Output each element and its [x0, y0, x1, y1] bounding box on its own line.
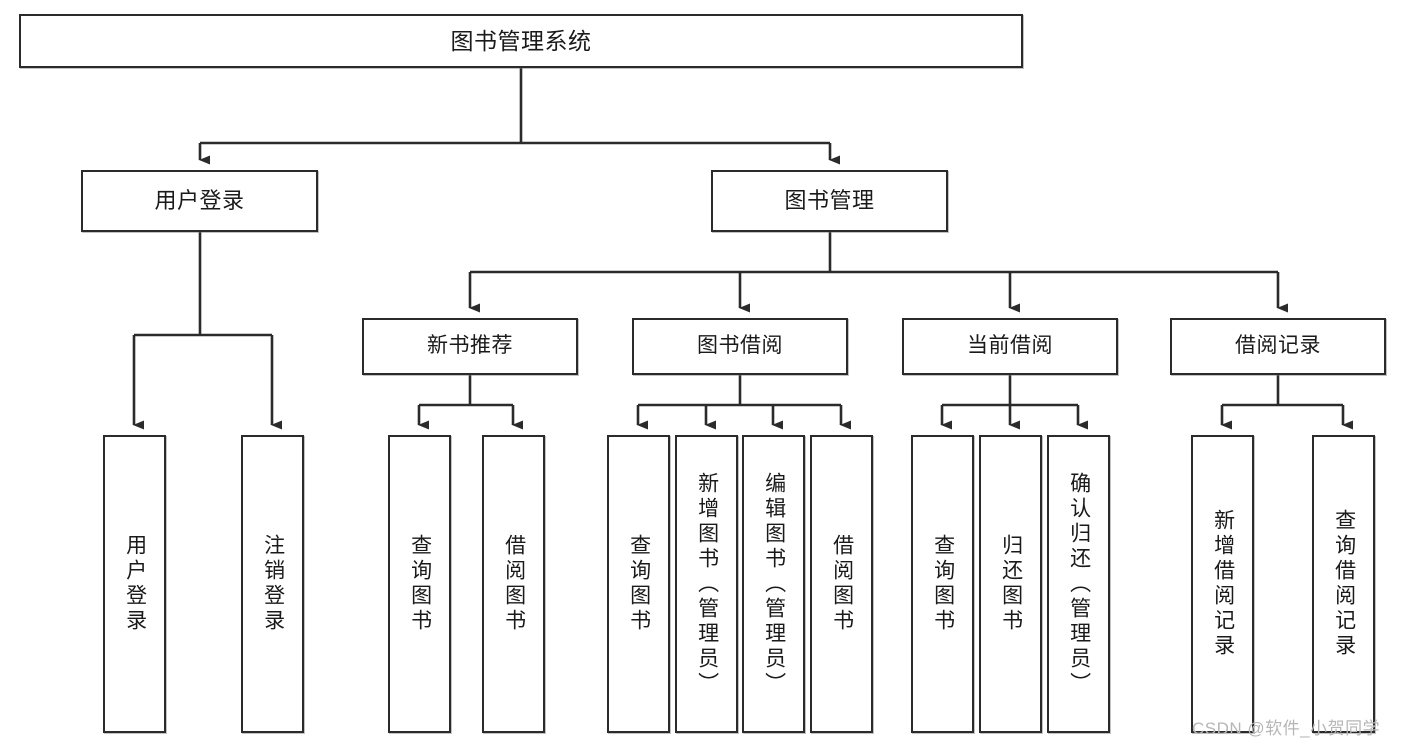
leaf-query-book-borrow[interactable]: 查询图书: [607, 435, 670, 733]
node-label: 图书借阅: [697, 334, 783, 358]
leaf-add-borrow-record[interactable]: 新增借阅记录: [1191, 435, 1254, 733]
node-label: 图书管理系统: [450, 27, 592, 54]
leaf-edit-book-admin[interactable]: 编辑图书（管理员）: [742, 435, 805, 733]
node-label: 用户登录: [154, 188, 245, 214]
node-label: 新增借阅记录: [1211, 509, 1235, 659]
node-label: 归还图书: [999, 534, 1023, 634]
leaf-logout[interactable]: 注销登录: [241, 435, 304, 733]
node-label: 注销登录: [261, 534, 285, 634]
leaf-borrow-book[interactable]: 借阅图书: [810, 435, 873, 733]
node-label: 新书推荐: [427, 334, 513, 358]
node-book-borrow[interactable]: 图书借阅: [632, 318, 848, 375]
node-root-system[interactable]: 图书管理系统: [19, 14, 1023, 68]
node-label: 用户登录: [123, 534, 147, 634]
leaf-return-book[interactable]: 归还图书: [979, 435, 1042, 733]
node-label: 编辑图书（管理员）: [762, 471, 786, 697]
node-label: 借阅记录: [1235, 334, 1321, 358]
node-label: 新增图书（管理员）: [695, 471, 719, 697]
node-label: 确认归还（管理员）: [1067, 471, 1091, 697]
node-label: 图书管理: [784, 188, 875, 214]
node-current-borrow[interactable]: 当前借阅: [902, 318, 1118, 375]
node-borrow-record[interactable]: 借阅记录: [1170, 318, 1386, 375]
node-label: 查询图书: [627, 534, 651, 634]
node-label: 借阅图书: [502, 534, 526, 634]
leaf-borrow-book-recommend[interactable]: 借阅图书: [482, 435, 545, 733]
node-new-book-recommend[interactable]: 新书推荐: [362, 318, 578, 375]
leaf-query-book-current[interactable]: 查询图书: [911, 435, 974, 733]
leaf-query-book-recommend[interactable]: 查询图书: [388, 435, 451, 733]
node-user-login[interactable]: 用户登录: [81, 170, 318, 232]
csdn-watermark: CSDN @软件_小贺同学: [1192, 719, 1381, 738]
node-label: 查询图书: [408, 534, 432, 634]
leaf-user-login[interactable]: 用户登录: [103, 435, 166, 733]
node-label: 查询借阅记录: [1332, 509, 1356, 659]
leaf-confirm-return-admin[interactable]: 确认归还（管理员）: [1047, 435, 1110, 733]
node-label: 查询图书: [931, 534, 955, 634]
node-label: 当前借阅: [967, 334, 1053, 358]
leaf-query-borrow-record[interactable]: 查询借阅记录: [1312, 435, 1375, 733]
leaf-add-book-admin[interactable]: 新增图书（管理员）: [675, 435, 738, 733]
node-book-management[interactable]: 图书管理: [711, 170, 948, 232]
node-label: 借阅图书: [830, 534, 854, 634]
